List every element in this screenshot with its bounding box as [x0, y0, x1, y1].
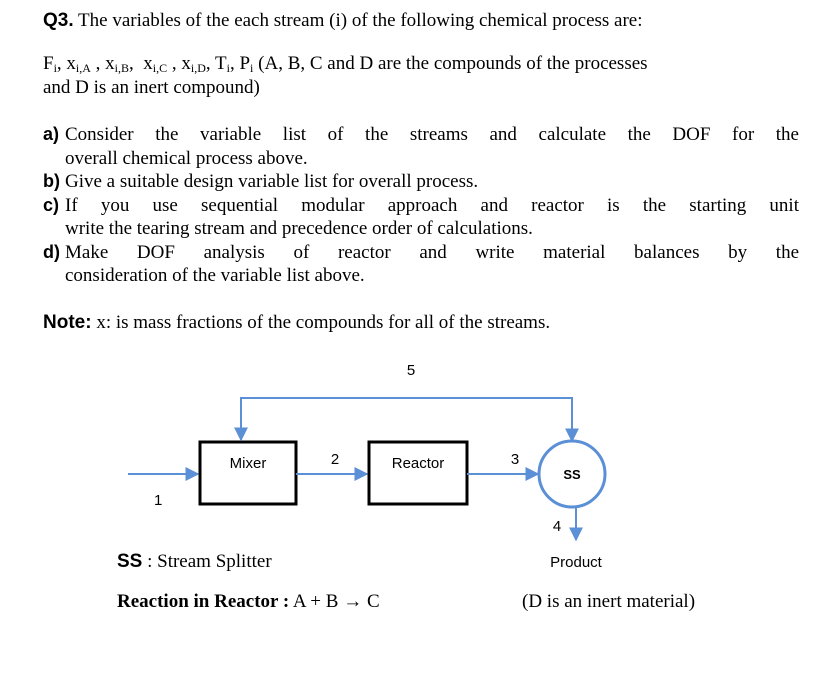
- splitter-label: SS: [563, 467, 581, 482]
- item-a: a)Consider the variable list of the stre…: [43, 124, 799, 145]
- reactor-label: Reactor: [392, 455, 445, 472]
- reaction-label: Reaction in Reactor :: [117, 591, 290, 612]
- item-b: b)Give a suitable design variable list f…: [43, 171, 479, 192]
- reactor-unit: [367, 440, 469, 506]
- variables-line-1: Fi, xi,A , xi,B, xi,C , xi,D, Ti, Pi (A,…: [43, 53, 648, 75]
- stream-5-recycle-arrow: [234, 397, 579, 443]
- stream-2-label: 2: [331, 451, 339, 468]
- ss-legend-label: SS: [117, 551, 143, 572]
- ss-legend-text: : Stream Splitter: [142, 551, 272, 572]
- item-a-cont: overall chemical process above.: [65, 147, 308, 169]
- question-items: a)Consider the variable list of the stre…: [43, 123, 799, 288]
- reaction-equation: A + B → C: [289, 591, 380, 612]
- note-text: x: is mass fractions of the compounds fo…: [91, 312, 551, 333]
- process-flow-diagram: 1 Mixer 2 Reactor 3 SS 5 4 Product: [128, 362, 607, 570]
- mixer-unit: [198, 440, 298, 506]
- note: Note: x: is mass fractions of the compou…: [43, 312, 550, 334]
- variables-description: (A, B, C and D are the compounds of the …: [258, 53, 648, 74]
- stream-4-label: 4: [553, 518, 561, 535]
- inert-note: (D is an inert material): [522, 591, 696, 612]
- item-d-cont: consideration of the variable list above…: [65, 265, 365, 286]
- stream-5-label: 5: [407, 362, 415, 379]
- question-title: Q3. The variables of the each stream (i)…: [43, 10, 643, 32]
- product-label: Product: [550, 554, 603, 570]
- item-c-cont: write the tearing stream and precedence …: [65, 218, 533, 239]
- stream-3-label: 3: [511, 451, 519, 468]
- stream-1-label: 1: [154, 492, 162, 509]
- note-label: Note:: [43, 312, 92, 333]
- question-title-text: The variables of the each stream (i) of …: [73, 10, 643, 31]
- item-c: c)If you use sequential modular approach…: [43, 194, 799, 216]
- splitter-legend: SS : Stream Splitter: [117, 551, 272, 573]
- item-d: d)Make DOF analysis of reactor and write…: [43, 241, 799, 263]
- question-number: Q3.: [43, 10, 74, 31]
- mixer-label: Mixer: [230, 455, 267, 472]
- variables-line-2: and D is an inert compound): [43, 77, 260, 98]
- reaction-line: Reaction in Reactor : A + B → C: [117, 591, 380, 613]
